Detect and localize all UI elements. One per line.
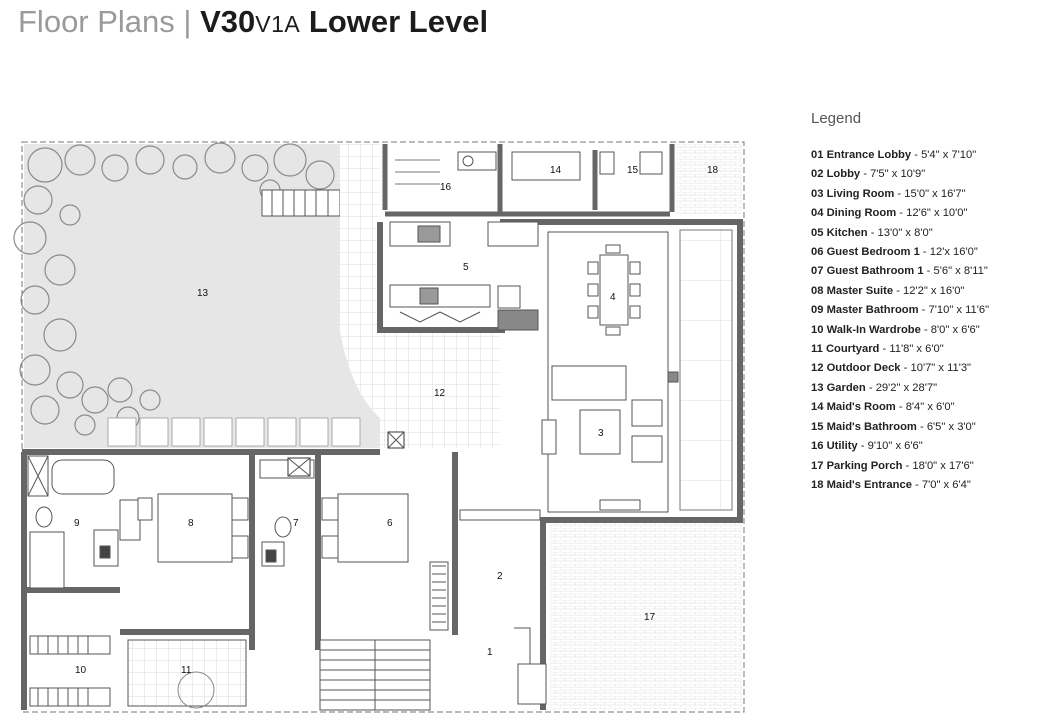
parking-porch-area: [550, 522, 742, 710]
kitchen-counters: [389, 221, 539, 331]
garden-area: [24, 144, 380, 448]
room-label-5: 5: [463, 262, 469, 273]
maids-entrance-area: [676, 144, 742, 214]
site-boundary: [21, 141, 745, 713]
room-label-18: 18: [707, 165, 719, 176]
legend-item: 16 Utility - 9'10" x 6'6": [811, 440, 923, 453]
legend-item: 05 Kitchen - 13'0" x 8'0": [811, 226, 933, 239]
living-furniture: [541, 365, 679, 511]
outdoor-deck: [340, 144, 500, 448]
room-label-8: 8: [188, 518, 194, 529]
garden-steps: [261, 189, 341, 217]
legend-heading: Legend: [811, 110, 862, 127]
legend-item: 07 Guest Bathroom 1 - 5'6" x 8'11": [811, 265, 988, 278]
legend-item: 01 Entrance Lobby - 5'4" x 7'10": [811, 149, 977, 161]
wardrobe-courtyard: [29, 635, 247, 709]
room-label-17: 17: [644, 612, 656, 623]
service-fixtures: [395, 151, 663, 185]
dining-table: [587, 244, 641, 336]
legend-item: 06 Guest Bedroom 1 - 12'x 16'0": [811, 246, 978, 259]
deck-pavers: [107, 417, 361, 447]
title-separator: |: [183, 4, 192, 39]
master-bed: [137, 493, 249, 563]
legend-item: 09 Master Bathroom - 7'10" x 11'6": [811, 304, 990, 317]
legend-item: 18 Maid's Entrance - 7'0" x 6'4": [811, 478, 971, 491]
room-label-13: 13: [197, 288, 209, 299]
page-title: Floor Plans | V30V1A Lower Level: [18, 2, 488, 44]
master-bath-fixtures: [27, 455, 141, 589]
room-label-3: 3: [598, 428, 604, 439]
room-label-7: 7: [293, 518, 299, 529]
service-wing-walls: [382, 144, 675, 217]
legend-list: 01 Entrance Lobby - 5'4" x 7'10" 02 Lobb…: [811, 146, 989, 495]
room-label-9: 9: [74, 518, 80, 529]
legend-item: 15 Maid's Bathroom - 6'5" x 3'0": [811, 420, 976, 433]
room-label-10: 10: [75, 665, 87, 676]
guest-bath-fixtures: [259, 457, 315, 567]
main-stairs: [319, 639, 431, 711]
entrance-lobby: [387, 431, 547, 705]
legend-item: 10 Walk-In Wardrobe - 8'0" x 6'6": [811, 323, 980, 336]
legend-item: 17 Parking Porch - 18'0" x 17'6": [811, 459, 974, 472]
room-label-14: 14: [550, 165, 562, 176]
legend-item: 03 Living Room - 15'0" x 16'7": [811, 187, 966, 200]
room-label-1: 1: [487, 647, 493, 658]
side-deck: [679, 229, 733, 511]
legend: Legend 01 Entrance Lobby - 5'4" x 7'10" …: [811, 110, 989, 495]
room-label-11: 11: [181, 665, 192, 676]
title-version: V1A: [255, 11, 301, 37]
legend-item: 04 Dining Room - 12'6" x 10'0": [811, 207, 968, 220]
room-label-16: 16: [440, 182, 452, 193]
legend-item: 08 Master Suite - 12'2" x 16'0": [811, 284, 965, 297]
title-model: V30: [200, 4, 256, 39]
legend-item: 14 Maid's Room - 8'4" x 6'0": [811, 401, 955, 414]
room-label-2: 2: [497, 571, 503, 582]
legend-item: 12 Outdoor Deck - 10'7" x 11'3": [811, 362, 972, 375]
room-label-4: 4: [610, 292, 616, 303]
title-prefix: Floor Plans: [18, 4, 175, 39]
guest-bed: [321, 493, 449, 631]
room-label-6: 6: [387, 518, 393, 529]
legend-item: 11 Courtyard - 11'8" x 6'0": [811, 343, 944, 356]
room-label-12: 12: [434, 388, 446, 399]
legend-item: 02 Lobby - 7'5" x 10'9": [811, 168, 926, 181]
title-level: Lower Level: [308, 4, 489, 39]
room-label-15: 15: [627, 165, 639, 176]
room-labels: 1 2 3 4 5 6 7 8 9 10 11 12 13 14 15 16 1…: [74, 165, 719, 676]
legend-item: 13 Garden - 29'2" x 28'7": [811, 381, 938, 394]
